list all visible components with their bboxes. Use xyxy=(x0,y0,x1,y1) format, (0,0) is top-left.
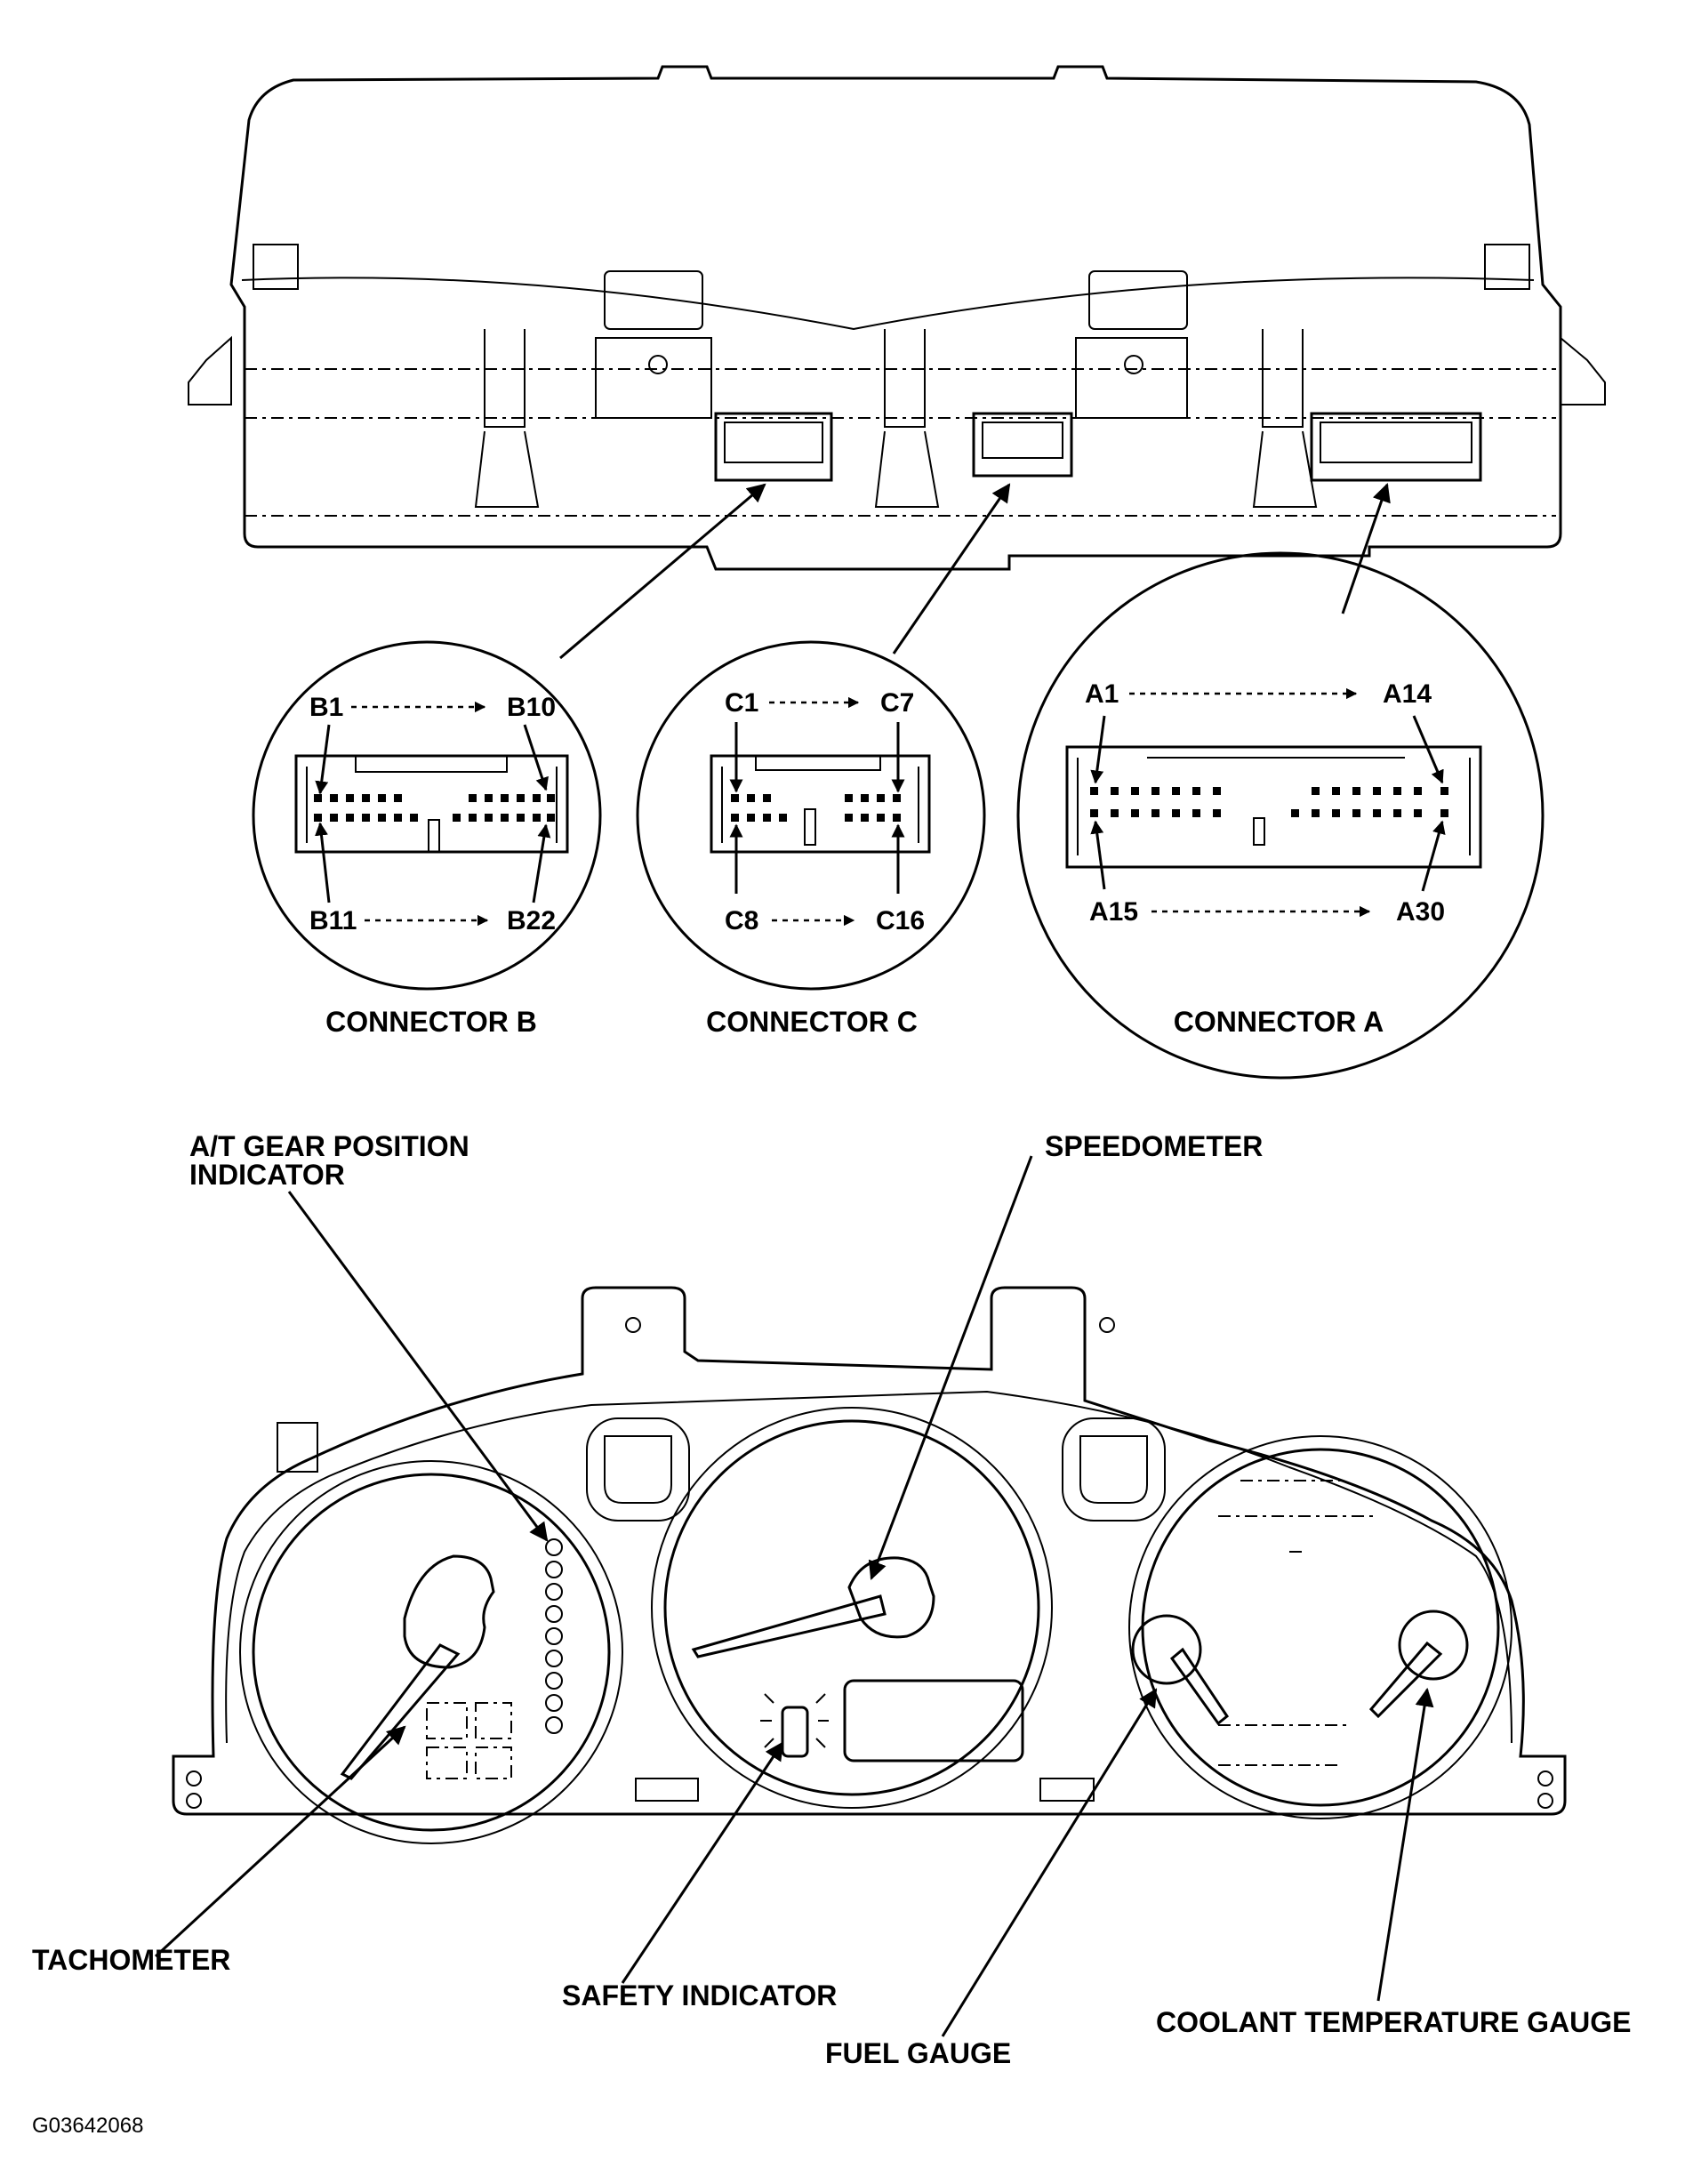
connector-c-pin-c16: C16 xyxy=(876,906,925,935)
figure-code: G03642068 xyxy=(32,2114,143,2138)
tachometer-label: TACHOMETER xyxy=(32,1944,230,1976)
connector-b-pin-b10: B10 xyxy=(507,693,556,722)
connector-b-detail: B1 B10 B11 B22 CONNECTOR B xyxy=(252,640,602,1038)
connector-a-detail: A1 A14 A15 A30 CONNECTOR A xyxy=(1016,551,1545,1080)
speedometer-leader xyxy=(868,1155,1033,1580)
fuel-gauge-leader xyxy=(941,1688,1158,2037)
connector-c-pin-c7: C7 xyxy=(880,688,914,718)
connector-a-pin-a30: A30 xyxy=(1396,897,1445,927)
connector-b-title: CONNECTOR B xyxy=(325,1006,537,1038)
coolant-gauge-label: COOLANT TEMPERATURE GAUGE xyxy=(1156,2006,1632,2038)
speedometer-label: SPEEDOMETER xyxy=(1045,1130,1263,1162)
connector-c-arrow xyxy=(892,483,1011,654)
connector-a-arrow xyxy=(1341,483,1391,614)
connector-a-title: CONNECTOR A xyxy=(1174,1006,1384,1038)
connector-a-pin-a1: A1 xyxy=(1085,679,1119,709)
coolant-gauge-leader xyxy=(1376,1687,1434,2002)
connector-a-pin-a14: A14 xyxy=(1383,679,1432,709)
gear-indicator-leader xyxy=(287,1191,549,1542)
safety-indicator-label: SAFETY INDICATOR xyxy=(562,1979,837,2011)
tachometer-leader xyxy=(154,1725,406,1958)
gear-indicator-label-line2: INDICATOR xyxy=(189,1159,345,1191)
connector-a-pin-a15: A15 xyxy=(1089,897,1138,927)
connector-c-title: CONNECTOR C xyxy=(706,1006,918,1038)
connector-c-detail: C1 C7 C8 C16 CONNECTOR C xyxy=(636,640,986,1038)
connector-b-pin-b22: B22 xyxy=(507,906,556,935)
gauge-housing-rear-view xyxy=(188,65,1606,571)
safety-indicator-leader xyxy=(621,1741,784,1984)
fuel-gauge-label: FUEL GAUGE xyxy=(825,2037,1011,2069)
connector-b-pin-b1: B1 xyxy=(309,693,343,722)
connector-c-pin-c1: C1 xyxy=(725,688,758,718)
gauge-cluster-front-view xyxy=(172,1286,1567,1844)
connector-b-arrow xyxy=(559,483,766,660)
connector-c-pin-c8: C8 xyxy=(725,906,758,935)
gear-indicator-label-line1: A/T GEAR POSITION xyxy=(189,1130,469,1162)
connector-b-pin-b11: B11 xyxy=(309,906,357,935)
